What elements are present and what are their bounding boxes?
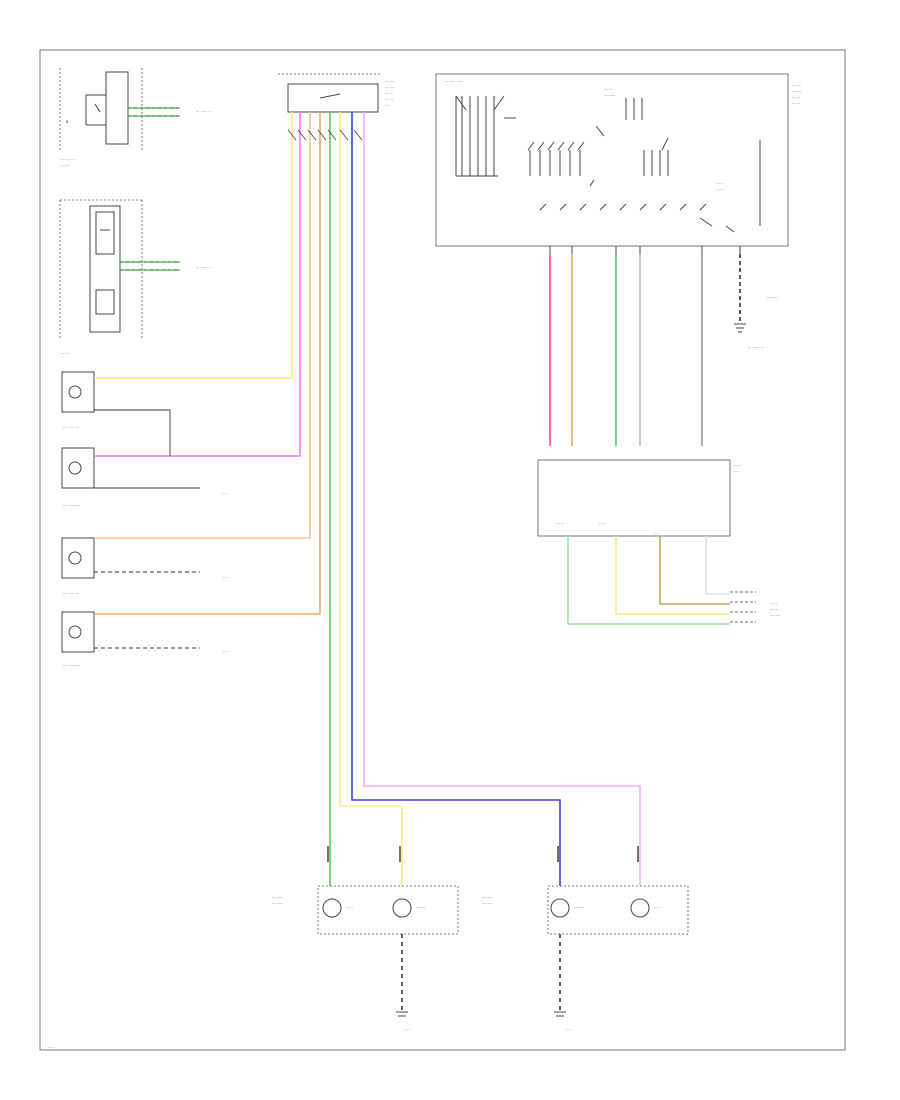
hazard-switch-label: ........ (385, 79, 394, 83)
front-bulb-4: ...... (654, 905, 661, 909)
lamp-rr-label: ..... .......... (62, 663, 80, 667)
module-right-1: ........ (792, 83, 801, 87)
ground-label-2b: ..... (222, 575, 228, 579)
lamp-lr-label: .... .......... (62, 591, 79, 595)
module-ground: ........... ... .......... (734, 254, 779, 349)
front-bulb-1: ...... (346, 905, 353, 909)
cluster-label: ........ (60, 351, 69, 355)
module-right-2: ......... (792, 89, 802, 93)
pin-c-label: ..... (654, 531, 660, 535)
turn-signal-relay: B ...... ...... ........ ... ......... (59, 68, 211, 167)
front-right-label: .......... (482, 895, 493, 899)
trailer-conn-label: ....... (770, 601, 778, 605)
front-left-lamp: .......... ......... ...... ......... ..… (272, 885, 459, 1031)
front-left-label: .......... (272, 895, 283, 899)
hazard-switch-label-2: ....... (385, 91, 393, 95)
front-right-label-2: ......... (482, 901, 492, 905)
trailer-conn-label-2: ....... (770, 607, 778, 611)
footer-label: ...... (48, 1045, 55, 1049)
relay-label-2: ........ (60, 163, 69, 167)
switch-wires (94, 112, 641, 886)
front-left-ground: ..... (404, 1027, 410, 1031)
hazard-switch-label-1: ........ (385, 85, 394, 89)
front-bulb-2: ......... (416, 905, 426, 909)
ground-label-3: ..... (222, 649, 228, 653)
trailer-module-label: ...... (734, 463, 741, 467)
module-title: .......... ...... (444, 79, 463, 83)
ground-label-1: ..... (222, 491, 228, 495)
front-right-lamp: .......... ......... ......... ...... ..… (482, 885, 689, 1031)
left-lamp-column: .... .......... ..... .......... .... ..… (61, 371, 95, 667)
lamp-lf-label: .... .......... (62, 425, 79, 429)
front-left-label-2: ......... (272, 901, 282, 905)
svg-text:B: B (66, 120, 69, 124)
module-sub-b: .... (494, 95, 499, 99)
cluster-connector-label: ... ......... (196, 265, 211, 269)
pin-a-label: ....... (556, 521, 564, 525)
pin-b-label: ....... (598, 521, 606, 525)
module-right-3: ....... (792, 95, 800, 99)
instrument-cluster: ... ......... ........ (59, 199, 211, 355)
module-mid-2: .......... (604, 93, 615, 97)
module-inner-right-2: ....... (716, 187, 724, 191)
module-right-4: ....... (792, 101, 800, 105)
front-right-ground: ..... (566, 1027, 572, 1031)
ground-label: ........... (766, 295, 779, 299)
ground-label-2: ... .......... (748, 345, 764, 349)
trailer-module-label-2: .... (734, 469, 739, 473)
diagram-frame (39, 49, 846, 1051)
relay-label: ...... ...... (60, 157, 75, 161)
hazard-switch-label-3: ........ (385, 97, 394, 101)
trailer-conn-label-3: ......... (770, 613, 780, 617)
hazard-switch: ........ ........ ....... ........ .... (278, 73, 394, 113)
module-inner-right: ...... (716, 181, 723, 185)
module-to-fuse-wires (549, 254, 703, 446)
relay-connector-label: ... ......... (196, 109, 211, 113)
front-bulb-3: ......... (574, 905, 584, 909)
turn-hazard-module: .......... ...... .... .... ....... ....… (435, 73, 802, 254)
lamp-rf-label: ..... .......... (62, 503, 80, 507)
hazard-switch-label-4: .... (385, 103, 390, 107)
module-mid: ....... (604, 87, 612, 91)
trailer-module: ...... .... ....... ....... ..... ......… (537, 459, 780, 625)
